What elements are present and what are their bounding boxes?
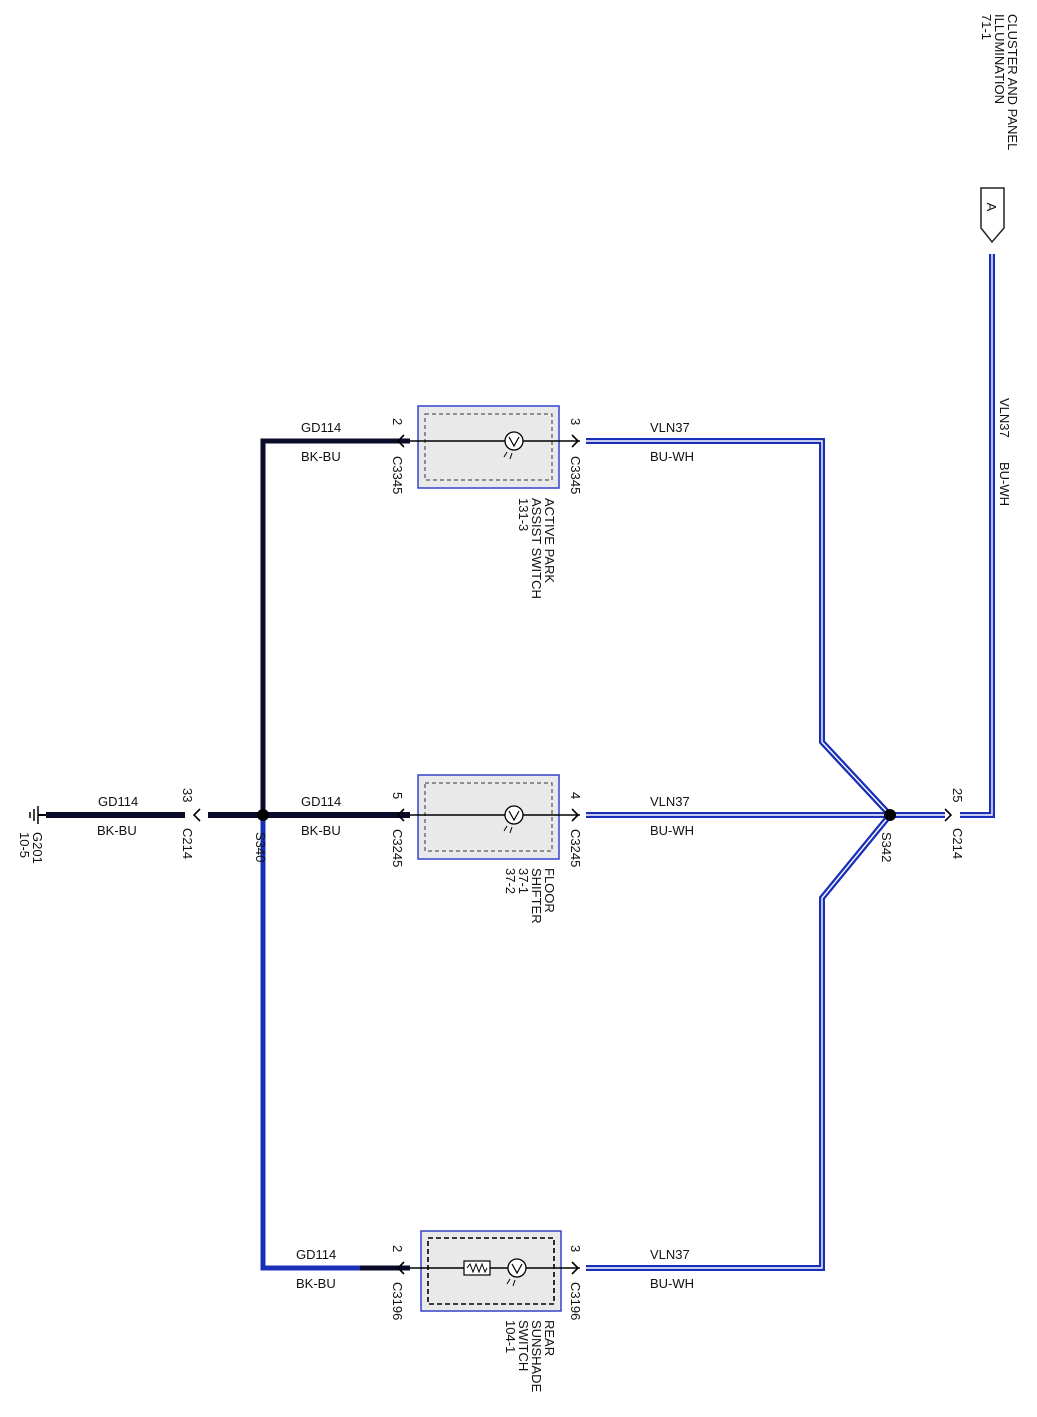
- connector-a-label: A: [984, 203, 999, 212]
- c214-ground-pin: 33 C214: [180, 788, 201, 859]
- component-active-park-assist-switch: [396, 405, 580, 489]
- c214-feed-connector: C214: [950, 828, 965, 859]
- c214-pin-25: 25: [950, 788, 965, 802]
- feed-wire-circuit: VLN37: [997, 398, 1012, 438]
- component-rear-sunshade-switch: [396, 1230, 580, 1312]
- c3196-connector-out: C3196: [390, 1282, 405, 1320]
- component-1-line-3: 131-3: [516, 498, 531, 531]
- splice-s342-dot: [884, 809, 896, 821]
- bu-wh-wires: [260, 254, 995, 1271]
- title-line-2: ILLUMINATION: [992, 14, 1007, 104]
- lamp-icon: [507, 1258, 527, 1278]
- page-title: CLUSTER AND PANEL ILLUMINATION 71-1: [979, 14, 1020, 150]
- component-3-line-4: 104-1: [503, 1320, 518, 1353]
- component-2-line-3: 37-1: [516, 868, 531, 894]
- c3245-pin-in: 4: [568, 792, 583, 799]
- c2-in-circuit: VLN37: [650, 794, 690, 809]
- c3196-pin-in: 3: [568, 1245, 583, 1252]
- c3-out-circuit: GD114: [296, 1247, 336, 1262]
- lamp-icon: [504, 805, 524, 825]
- component-1-line-2: ASSIST SWITCH: [529, 498, 544, 599]
- c2-out-color: BK-BU: [301, 823, 341, 838]
- c3245-connector-in: C3245: [568, 829, 583, 867]
- connector-a-flag: A: [980, 187, 1005, 244]
- c214-feed-pin: 25 C214: [944, 788, 965, 859]
- lamp-icon: [504, 431, 524, 451]
- component-3-line-3: SWITCH: [516, 1320, 531, 1371]
- c3-in-color: BU-WH: [650, 1276, 694, 1291]
- splice-s340-label: S340: [253, 832, 268, 862]
- c3345-pin-in: 3: [568, 418, 583, 425]
- component-3-line-2: SUNSHADE: [529, 1320, 544, 1393]
- ground-g201: G201 10-5: [17, 806, 46, 864]
- title-line-3: 71-1: [979, 14, 994, 40]
- c1-out-color: BK-BU: [301, 449, 341, 464]
- splice-s340-dot: [257, 809, 269, 821]
- c3-in-circuit: VLN37: [650, 1247, 690, 1262]
- component-2-line-2: SHIFTER: [529, 868, 544, 924]
- c1-in-color: BU-WH: [650, 449, 694, 464]
- c3345-pin-out: 2: [390, 418, 405, 425]
- c1-in-circuit: VLN37: [650, 420, 690, 435]
- component-1-line-1: ACTIVE PARK: [542, 498, 557, 583]
- c1-out-circuit: GD114: [301, 420, 341, 435]
- ground-wire-color: BK-BU: [97, 823, 137, 838]
- component-3-line-1: REAR: [542, 1320, 557, 1356]
- title-line-1: CLUSTER AND PANEL: [1005, 14, 1020, 150]
- c3245-pin-out: 5: [390, 792, 405, 799]
- splice-s342-label: S342: [879, 832, 894, 862]
- component-floor-shifter: [396, 774, 580, 860]
- c214-ground-connector: C214: [180, 828, 195, 859]
- c3245-connector-out: C3245: [390, 829, 405, 867]
- floor-shifter-name: FLOOR SHIFTER 37-1 37-2: [503, 868, 557, 924]
- ground-id: G201: [30, 832, 45, 864]
- ground-wire-circuit: GD114: [98, 794, 138, 809]
- c214-pin-33: 33: [180, 788, 195, 802]
- c2-out-circuit: GD114: [301, 794, 341, 809]
- c3196-pin-out: 2: [390, 1245, 405, 1252]
- c2-in-color: BU-WH: [650, 823, 694, 838]
- feed-wire-color: BU-WH: [997, 462, 1012, 506]
- component-2-line-1: FLOOR: [542, 868, 557, 913]
- c3345-connector-in: C3345: [568, 456, 583, 494]
- rear-sunshade-name: REAR SUNSHADE SWITCH 104-1: [503, 1320, 557, 1393]
- c3-out-color: BK-BU: [296, 1276, 336, 1291]
- component-2-line-4: 37-2: [503, 868, 518, 894]
- active-park-assist-name: ACTIVE PARK ASSIST SWITCH 131-3: [516, 498, 557, 599]
- c3196-connector-in: C3196: [568, 1282, 583, 1320]
- bk-bu-wires: [46, 438, 410, 1271]
- c3345-connector-out: C3345: [390, 456, 405, 494]
- ground-ref: 10-5: [17, 832, 32, 858]
